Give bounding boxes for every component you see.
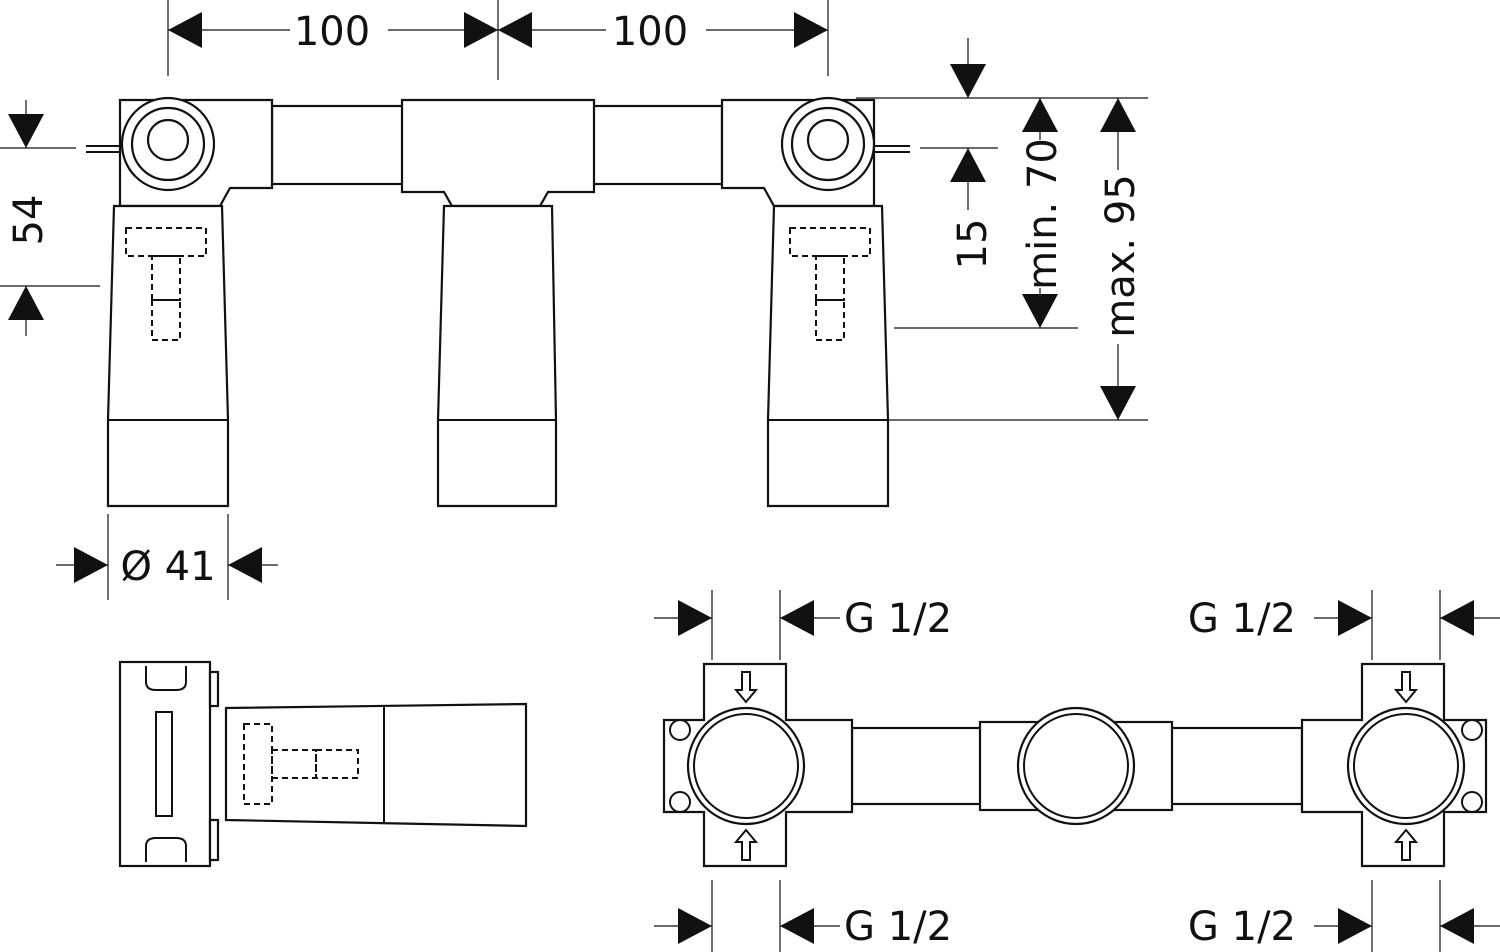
dim-arrow <box>950 64 986 98</box>
dim-max-95: max. 95 <box>1098 174 1144 337</box>
side-riser <box>224 702 528 828</box>
left-valve-bore <box>146 118 190 162</box>
dim-arrow <box>1440 600 1474 636</box>
center-tee <box>400 98 596 208</box>
dim-diameter: Ø 41 <box>120 544 215 590</box>
dim-arrow <box>8 286 44 320</box>
dim-arrow <box>678 600 712 636</box>
dim-arrow <box>1440 908 1474 944</box>
dim-arrow <box>950 148 986 182</box>
dim-arrow <box>780 908 814 944</box>
dim-arrow <box>464 12 498 48</box>
dim-arrow <box>1338 908 1372 944</box>
flow-arrow-icon <box>1393 828 1419 861</box>
dim-arrow <box>1100 98 1136 132</box>
dim-thread-bottom-left: G 1/2 <box>844 904 952 950</box>
front-view <box>86 96 910 508</box>
side-hidden-cartridge <box>243 723 273 805</box>
side-view <box>118 660 528 868</box>
dim-min-70: min. 70 <box>1020 138 1066 290</box>
dim-thread-top-right: G 1/2 <box>1188 596 1296 642</box>
dim-54: 54 <box>6 195 52 246</box>
dim-thread-bottom-right: G 1/2 <box>1188 904 1296 950</box>
dim-15: 15 <box>950 219 996 270</box>
dim-arrow <box>74 547 108 583</box>
dim-top-right: 100 <box>612 9 688 55</box>
right-valve-bore <box>806 118 850 162</box>
dim-arrow <box>8 114 44 148</box>
flow-arrow-icon <box>733 828 759 861</box>
dim-top-left: 100 <box>294 9 370 55</box>
center-riser <box>436 204 558 508</box>
dim-arrow <box>228 547 262 583</box>
top-view <box>662 662 1488 868</box>
dim-arrow <box>780 600 814 636</box>
dim-arrow <box>1338 600 1372 636</box>
flow-arrow-icon <box>1393 671 1419 704</box>
dim-arrow <box>794 12 828 48</box>
side-valve-housing <box>118 660 212 868</box>
dim-arrow <box>678 908 712 944</box>
dim-thread-top-left: G 1/2 <box>844 596 952 642</box>
top-right-bore <box>1346 706 1466 826</box>
right-hidden-cartridge <box>789 227 871 257</box>
left-hidden-cartridge <box>125 227 207 257</box>
top-view-dimensions: G 1/2 G 1/2 G 1/2 G 1/2 <box>654 590 1500 952</box>
top-center-outlet <box>1016 706 1136 826</box>
dim-arrow <box>1100 386 1136 420</box>
dim-arrow <box>1022 294 1058 328</box>
flow-arrow-icon <box>733 671 759 704</box>
dim-arrow <box>498 12 532 48</box>
dim-arrow <box>1022 98 1058 132</box>
top-left-bore <box>686 706 806 826</box>
dim-arrow <box>168 12 202 48</box>
front-view-dimensions: 100 100 54 15 min. 70 <box>0 0 1148 600</box>
